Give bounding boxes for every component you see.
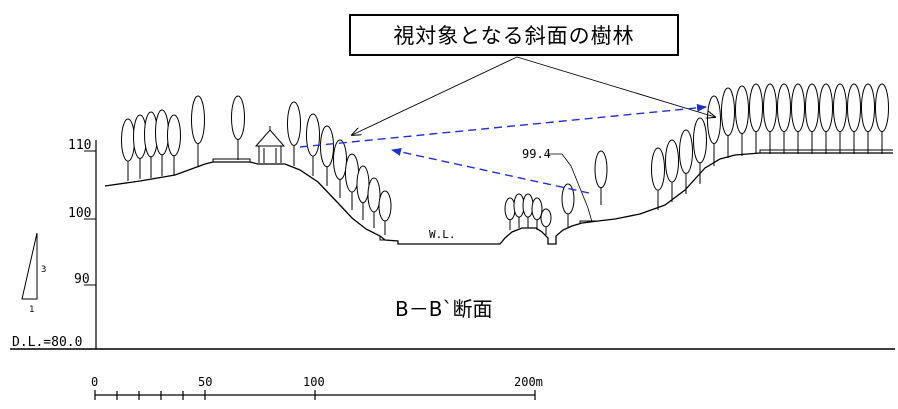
tree bbox=[531, 197, 543, 230]
elevation-ticks bbox=[84, 150, 96, 286]
tree bbox=[805, 83, 819, 154]
water-level-label: W.L. bbox=[429, 228, 456, 241]
scale-label-100: 100 bbox=[303, 375, 325, 389]
tree bbox=[155, 109, 169, 176]
sight-lines bbox=[299, 103, 707, 194]
sight-line-to-far-slope bbox=[299, 103, 707, 148]
tree bbox=[231, 95, 245, 160]
tree bbox=[693, 117, 707, 184]
tree bbox=[665, 139, 679, 202]
ground-profile bbox=[104, 152, 893, 245]
tree bbox=[121, 118, 135, 181]
scale-label-200m: 200m bbox=[514, 375, 543, 389]
tree bbox=[504, 197, 516, 230]
tree bbox=[522, 193, 534, 228]
tree bbox=[763, 83, 777, 154]
callout-text: 視対象となる斜面の樹林 bbox=[393, 24, 635, 48]
slope-ratio-vertical: 3 bbox=[41, 265, 46, 275]
elevation-label-110: 110 bbox=[68, 138, 91, 153]
tree bbox=[861, 83, 875, 154]
scale-bar bbox=[94, 390, 536, 400]
tree-group bbox=[121, 83, 889, 235]
tree bbox=[540, 208, 552, 235]
tree bbox=[333, 139, 347, 198]
scale-label-0: 0 bbox=[91, 375, 98, 389]
tree bbox=[875, 83, 889, 154]
tree bbox=[367, 177, 381, 228]
tree bbox=[167, 114, 181, 175]
section-title: B－B`断面 bbox=[395, 297, 492, 321]
tree bbox=[735, 85, 749, 156]
tree bbox=[133, 114, 147, 179]
tree bbox=[791, 83, 805, 154]
callout-leaders bbox=[352, 56, 715, 135]
embankment-marks bbox=[212, 149, 893, 241]
tree bbox=[847, 83, 861, 154]
spot-elevation-label: 99.4 bbox=[522, 147, 551, 161]
tree bbox=[320, 125, 334, 186]
datum-label: D.L.=80.0 bbox=[12, 335, 82, 350]
tree bbox=[191, 95, 205, 166]
tree bbox=[679, 129, 693, 194]
tree bbox=[287, 101, 301, 166]
elevation-label-90: 90 bbox=[74, 272, 90, 287]
tree bbox=[833, 83, 847, 154]
tree bbox=[144, 111, 158, 178]
slope-ratio-horizontal: 1 bbox=[29, 305, 34, 315]
tree bbox=[594, 150, 608, 205]
tree bbox=[513, 193, 525, 228]
elevation-label-100: 100 bbox=[68, 206, 91, 221]
tree bbox=[707, 95, 721, 166]
tree bbox=[561, 183, 575, 228]
tree bbox=[819, 83, 833, 154]
tree bbox=[721, 87, 735, 158]
sight-line-to-near-slope bbox=[391, 148, 590, 194]
scale-label-50: 50 bbox=[198, 375, 212, 389]
tree bbox=[378, 190, 392, 235]
gazebo-structure bbox=[254, 126, 286, 163]
tree bbox=[651, 147, 665, 210]
callout-box: 視対象となる斜面の樹林 bbox=[349, 14, 679, 56]
tree bbox=[777, 83, 791, 154]
tree bbox=[356, 165, 370, 220]
spot-elevation-leader bbox=[547, 153, 593, 223]
tree bbox=[749, 83, 763, 154]
slope-ratio-triangle: 3 1 bbox=[21, 232, 46, 315]
